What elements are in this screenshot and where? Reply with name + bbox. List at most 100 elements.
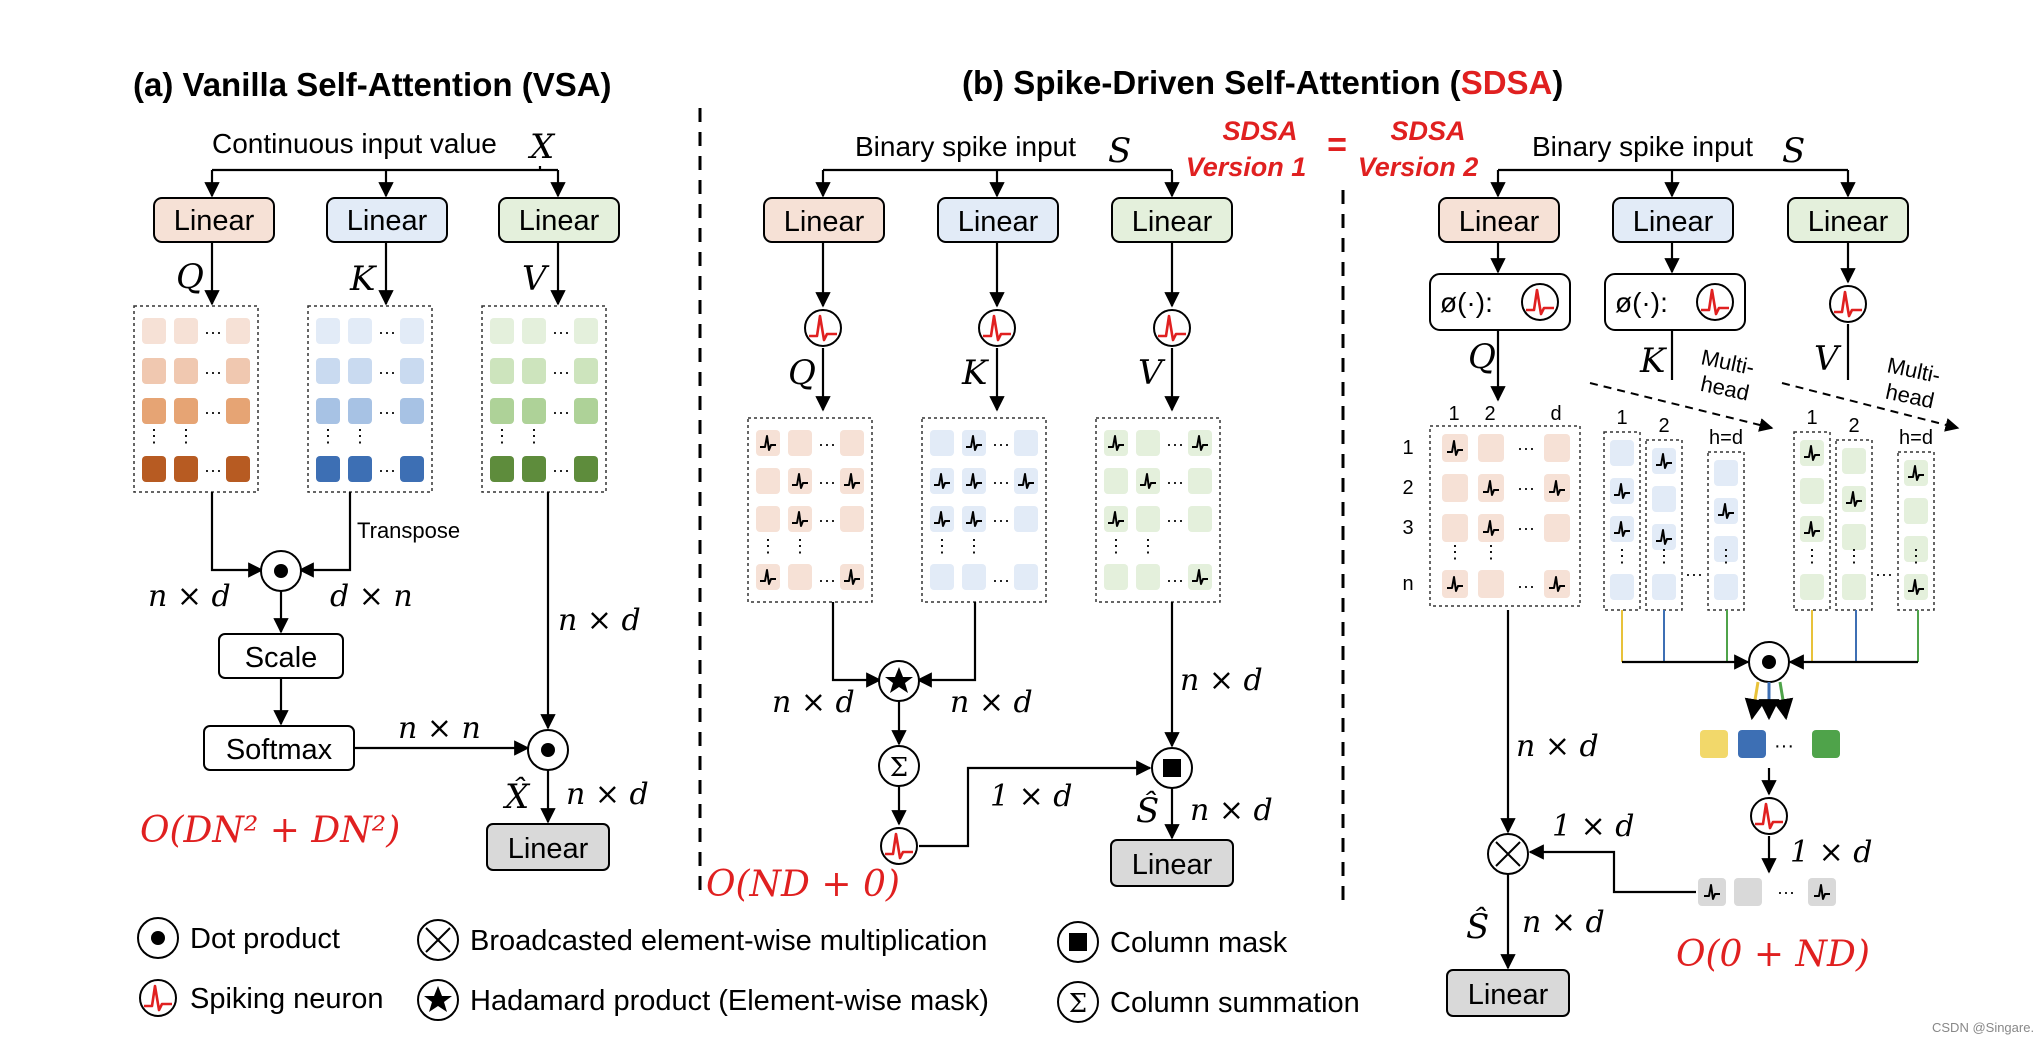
- ellipsis: ···: [818, 570, 836, 590]
- title-vsa: (a) Vanilla Self-Attention (VSA): [133, 66, 612, 103]
- sdsa-v2-linear-out-label: Linear: [1468, 979, 1549, 1011]
- matrix-cell: [1442, 474, 1468, 502]
- head-label: h=d: [1899, 427, 1933, 449]
- matrix-cell: [522, 318, 546, 344]
- sdsa-v2-shat: Ŝ: [1466, 906, 1489, 947]
- sdsa-v1-panel: Binary spike input S Linear Linear Linea…: [706, 131, 1273, 905]
- matrix-cell: [1544, 434, 1570, 462]
- ellipsis: ···: [1777, 882, 1795, 902]
- matrix-cell: [348, 318, 372, 344]
- ellipsis: ···: [378, 460, 396, 480]
- legend-dot-product: Dot product: [190, 923, 340, 955]
- svg-text:Σ: Σ: [1069, 989, 1087, 1019]
- sdsa-v2-head-lines: [1621, 610, 1919, 670]
- matrix-cell: [1014, 564, 1038, 590]
- ellipsis: ···: [378, 362, 396, 382]
- matrix-cell: [1478, 434, 1504, 462]
- head-label: h=d: [1709, 427, 1743, 449]
- sdsa-v1-linear-out-label: Linear: [1132, 849, 1213, 881]
- matrix-cell: [226, 318, 250, 344]
- vsa-linear-v-label: Linear: [519, 205, 600, 237]
- matrix-cell: [574, 358, 598, 384]
- ellipsis: ···: [818, 510, 836, 530]
- sdsa-v1-dim-nd-k: n × d: [950, 685, 1033, 720]
- spiking-neuron-icon: [977, 308, 1017, 348]
- legend-column-summation: Column summation: [1110, 987, 1360, 1019]
- matrix-cell: [1800, 574, 1824, 600]
- head-label: 1: [1616, 407, 1627, 429]
- matrix-cell: [522, 358, 546, 384]
- matrix-cell: [756, 468, 780, 494]
- sdsa-v1-input-label: Binary spike input: [855, 131, 1076, 162]
- ellipsis: ···: [378, 402, 396, 422]
- matrix-cell: [1652, 486, 1676, 512]
- head-label: 2: [1848, 415, 1859, 437]
- ellipsis: ⋮: [759, 536, 777, 556]
- matrix-cell: [142, 358, 166, 384]
- spiking-neuron-icon: [138, 978, 178, 1018]
- matrix-cell: [1442, 514, 1468, 542]
- ellipsis: ⋮: [1446, 542, 1464, 562]
- ellipsis: ···: [992, 510, 1010, 530]
- ellipsis: ···: [204, 322, 222, 342]
- ellipsis: ⋮: [1482, 542, 1500, 562]
- ellipsis: ⋮: [965, 536, 983, 556]
- matrix-cell: [316, 456, 340, 482]
- vsa-complexity: O(DN² + DN²): [140, 810, 400, 851]
- ellipsis: ⋮: [1907, 546, 1925, 566]
- vsa-dim-nn: n × n: [398, 711, 481, 746]
- ellipsis: ···: [1875, 564, 1893, 584]
- matrix-cell: [226, 456, 250, 482]
- sdsa-v1-dim-nd-out: n × d: [1190, 793, 1273, 828]
- sdsa-equals: =: [1327, 126, 1347, 164]
- matrix-cell: [316, 318, 340, 344]
- matrix-cell: [522, 398, 546, 424]
- ellipsis: ···: [1166, 434, 1184, 454]
- matrix-cell: [174, 318, 198, 344]
- sdsa-v1-v-var: V: [1138, 353, 1166, 393]
- vsa-dim-nd-v: n × d: [558, 603, 641, 638]
- ellipsis: ···: [1166, 472, 1184, 492]
- matrix-cell: [174, 358, 198, 384]
- matrix-cell: [490, 456, 514, 482]
- row-label: n: [1402, 573, 1413, 595]
- sdsa-v2-head-score-1: [1700, 730, 1728, 758]
- sdsa-v2-input-var: S: [1782, 131, 1805, 171]
- ellipsis: ···: [1517, 478, 1535, 498]
- sdsa-v1-matrix-k: ·········⋮⋮···: [921, 417, 1047, 603]
- matrix-cell: [490, 358, 514, 384]
- matrix-cell: [400, 398, 424, 424]
- matrix-cell: [930, 430, 954, 456]
- matrix-cell: [348, 398, 372, 424]
- sdsa-v1-q-var: Q: [788, 353, 816, 393]
- ellipsis: ···: [1517, 518, 1535, 538]
- ellipsis: ···: [204, 402, 222, 422]
- vsa-matrix-v: ·········⋮⋮···: [481, 305, 607, 493]
- ellipsis: ⋮: [933, 536, 951, 556]
- sdsa-v1-matrix-q: ·········⋮⋮···: [747, 417, 873, 603]
- vsa-linear-q: [153, 197, 275, 243]
- sdsa-v2-multihead-v: Multi-head: [1880, 352, 1943, 413]
- spiking-neuron-icon: [803, 308, 843, 348]
- legend-column-mask: Column mask: [1110, 927, 1288, 959]
- sdsa-v2-k-var: K: [1639, 341, 1668, 381]
- sdsa-v2-dim-1d-a: 1 × d: [1552, 809, 1635, 844]
- matrix-cell: [1610, 574, 1634, 600]
- matrix-cell: [1104, 564, 1128, 590]
- ellipsis: ···: [204, 362, 222, 382]
- row-label: 2: [1402, 477, 1413, 499]
- spiking-neuron-icon: [1749, 796, 1789, 836]
- sdsa-v2-phi-q-label: ø(·):: [1440, 287, 1493, 318]
- sdsa-v2-linear-k-label: Linear: [1633, 206, 1714, 238]
- matrix-cell: [1842, 524, 1866, 550]
- ellipsis: ···: [552, 402, 570, 422]
- ellipsis: ···: [818, 472, 836, 492]
- matrix-cell: [1652, 574, 1676, 600]
- matrix-cell: [962, 564, 986, 590]
- row-label: 1: [1402, 437, 1413, 459]
- ellipsis: ···: [552, 460, 570, 480]
- matrix-cell: [316, 358, 340, 384]
